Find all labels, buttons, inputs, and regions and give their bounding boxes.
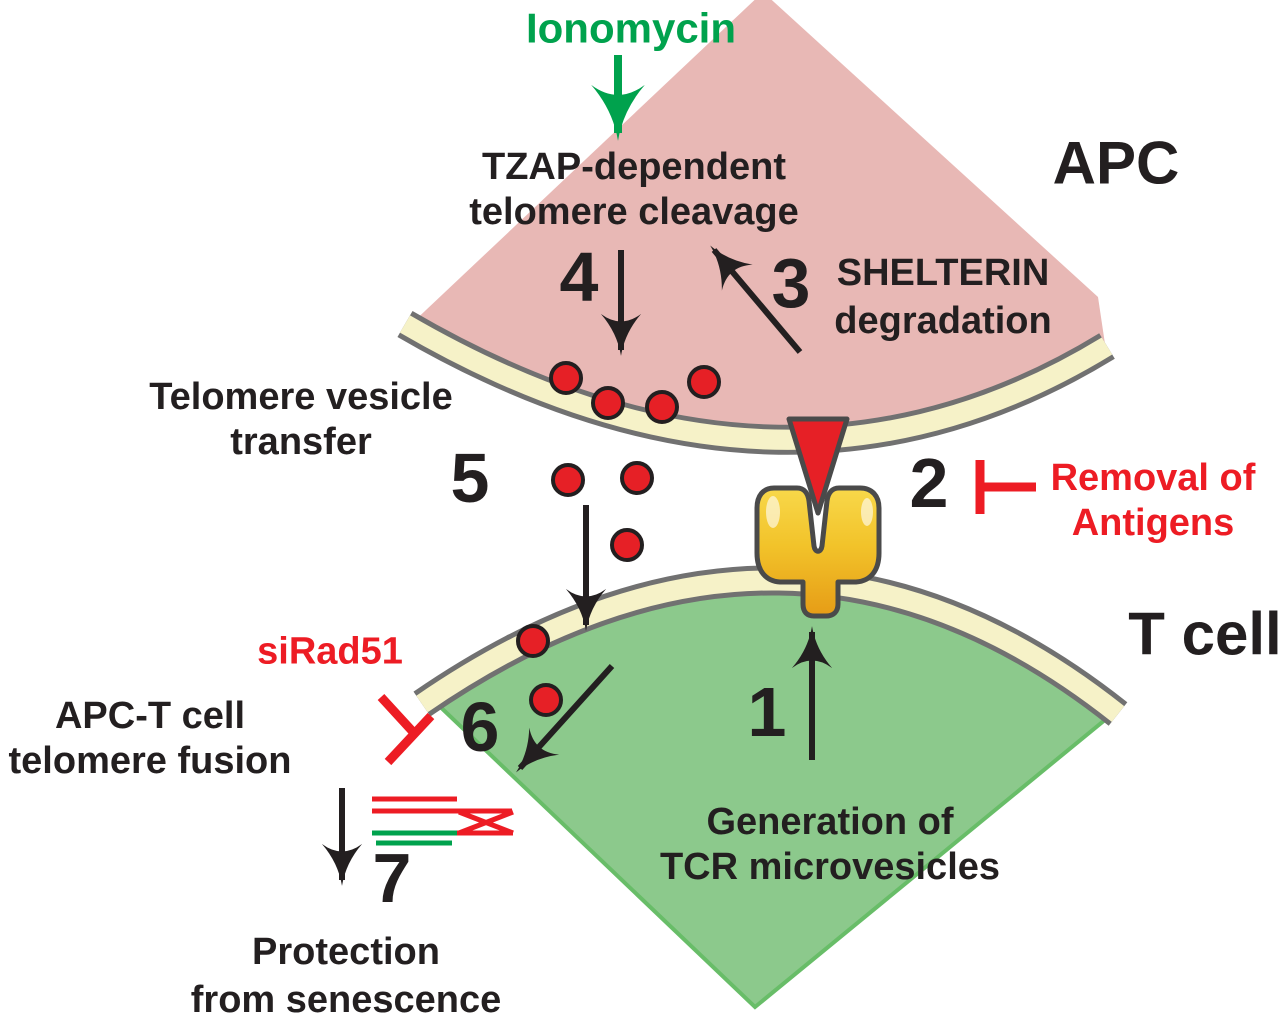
tcr-body	[754, 485, 882, 619]
apc-cell-shape	[408, 0, 1105, 439]
step5-number: 5	[450, 439, 490, 517]
removal-line2: Antigens	[1071, 502, 1235, 544]
tzap-line2: telomere cleavage	[469, 191, 799, 233]
step4-number: 4	[559, 238, 599, 316]
vesicle-icon	[516, 624, 550, 658]
sirad51-label: siRad51	[257, 630, 403, 673]
flow-arrows	[321, 55, 833, 886]
vesicle-icon	[551, 463, 585, 497]
telomere-fusion-icon	[372, 796, 514, 846]
removal-of-antigens-label: Removal of Antigens	[1051, 456, 1256, 546]
protection-line1: Protection	[252, 931, 440, 973]
vesicle-icon	[549, 361, 583, 395]
tzap-cleavage-label: TZAP-dependent telomere cleavage	[469, 145, 799, 235]
shelterin-line1: SHELTERIN	[836, 252, 1050, 294]
removal-inhibition-icon	[975, 460, 1036, 514]
shelterin-line2: degradation	[834, 300, 1052, 342]
shelterin-degradation-label: SHELTERIN degradation	[834, 249, 1051, 345]
step6-number: 6	[460, 688, 500, 766]
step2-number: 2	[909, 444, 949, 522]
vesicle-icon	[687, 365, 721, 399]
removal-line1: Removal of	[1050, 457, 1256, 499]
vesicle-icon	[591, 386, 625, 420]
vesicle-icon	[620, 461, 654, 495]
fusion-line2: telomere fusion	[8, 740, 292, 782]
apc-t-fusion-label: APC-T cell telomere fusion	[9, 694, 292, 784]
vesicle-icon	[529, 683, 563, 717]
protection-line2: from senescence	[190, 979, 502, 1021]
ionomycin-label: Ionomycin	[525, 4, 737, 52]
tcr-receptor-icon	[754, 416, 882, 619]
fusion-line1: APC-T cell	[54, 695, 246, 737]
telomere-vesicle-transfer-label: Telomere vesicle transfer	[149, 375, 452, 465]
inhibition-bars	[377, 460, 1036, 766]
generation-line2: TCR microvesicles	[659, 846, 1001, 888]
apc-membrane	[397, 311, 1115, 455]
transfer-line1: Telomere vesicle	[149, 376, 453, 418]
step1-number: 1	[747, 673, 787, 751]
t-cell-label: T cell	[1128, 600, 1280, 668]
antigen-triangle-icon	[786, 416, 850, 516]
protection-from-senescence-label: Protection from senescence	[191, 928, 502, 1023]
step3-number: 3	[771, 244, 811, 322]
tzap-line1: TZAP-dependent	[482, 146, 786, 188]
step6-arrow-icon	[516, 663, 615, 773]
generation-tcr-label: Generation of TCR microvesicles	[660, 800, 1000, 890]
sirad51-inhibition-icon	[377, 693, 435, 766]
apc-cell-label: APC	[1052, 129, 1180, 197]
vesicle-icon	[610, 528, 644, 562]
telomere-vesicles	[516, 361, 721, 717]
step7-number: 7	[372, 839, 412, 917]
vesicle-icon	[645, 390, 679, 424]
generation-line1: Generation of	[706, 801, 954, 843]
transfer-line2: transfer	[230, 421, 372, 463]
step3-arrow-icon	[710, 245, 803, 354]
